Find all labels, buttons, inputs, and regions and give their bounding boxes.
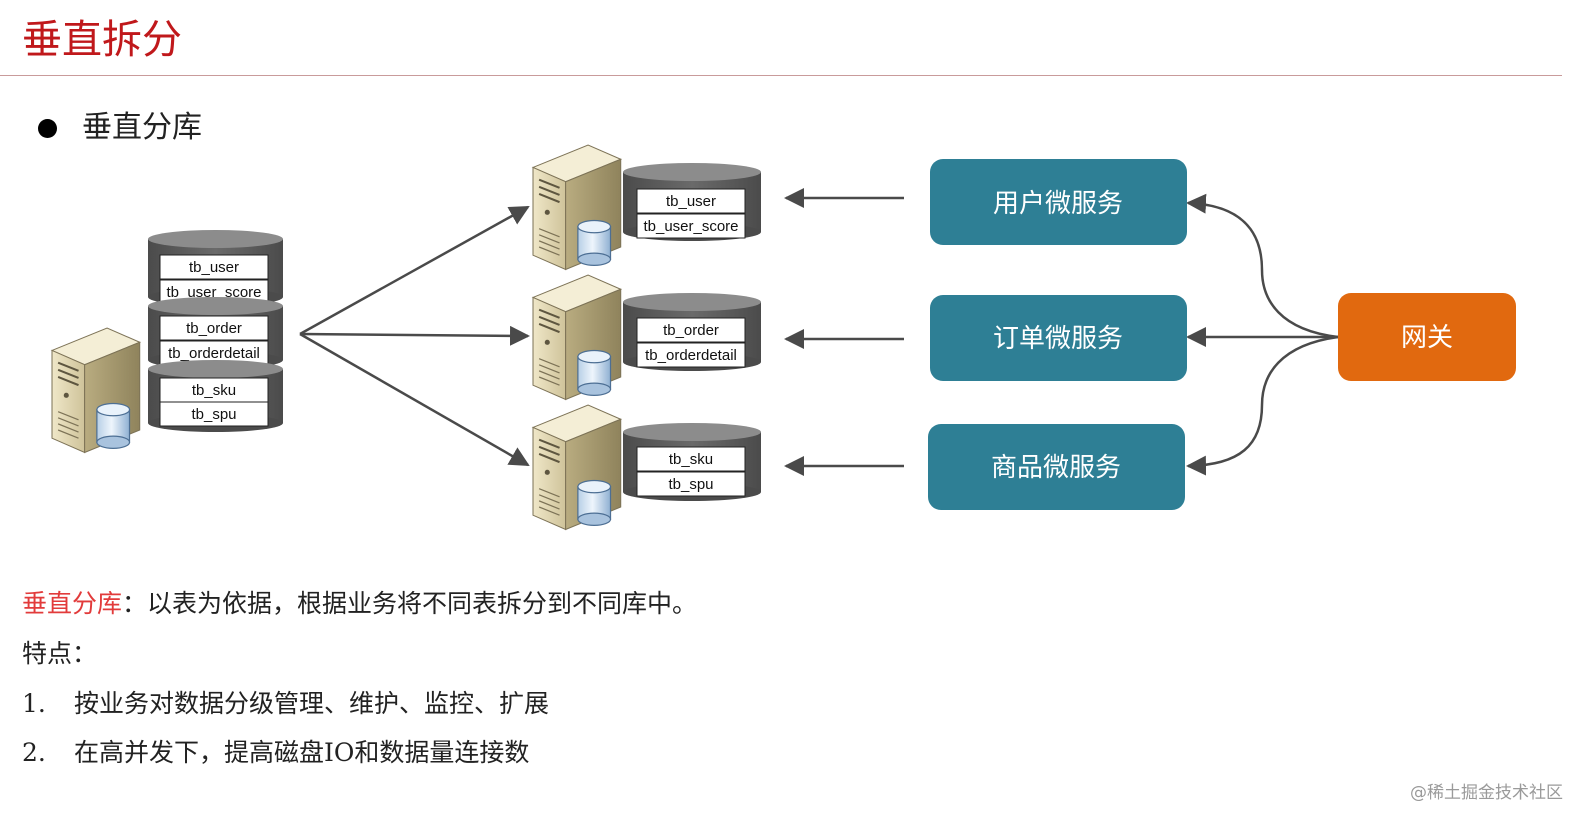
source-db-group-user: tb_user tb_user_score <box>148 230 283 306</box>
definition-text: ：以表为依据，根据业务将不同表拆分到不同库中。 <box>122 589 698 618</box>
table-label-box: tb_order <box>159 315 269 341</box>
features-label: 特点： <box>22 639 98 668</box>
table-name: tb_user_score <box>643 218 738 235</box>
service-box-product-bg <box>928 424 1185 510</box>
definition-term: 垂直分库 <box>22 589 123 618</box>
table-name: tb_sku <box>192 382 236 399</box>
feature-item-2: 2. 在高并发下，提高磁盘IO和数据量连接数 <box>22 735 529 771</box>
title-divider <box>0 75 1562 76</box>
service-box-user: 用户微服务 <box>930 159 1187 245</box>
gateway-label: 网关 <box>1401 323 1453 353</box>
service-label-product: 商品微服务 <box>991 453 1121 483</box>
table-name: tb_user <box>666 193 716 210</box>
bullet-icon <box>38 119 57 138</box>
source-server-icon-db-icon <box>96 402 131 449</box>
table-label-box: tb_user <box>636 188 746 214</box>
table-label-box: tb_sku <box>636 446 746 472</box>
service-label-user: 用户微服务 <box>993 189 1123 219</box>
page-title: 垂直拆分 <box>22 17 182 63</box>
source-server-icon <box>50 327 142 454</box>
feature-number-2: 2. <box>22 738 46 767</box>
watermark: @稀土掘金技术社区 <box>1410 783 1563 803</box>
gateway-box-bg <box>1338 293 1516 381</box>
table-name: tb_user <box>189 259 239 276</box>
service-box-order-bg <box>930 295 1187 381</box>
table-label-box: tb_orderdetail <box>636 342 746 368</box>
table-name: tb_orderdetail <box>168 345 260 362</box>
table-name: tb_spu <box>668 476 713 493</box>
table-label-box: tb_user_score <box>636 213 746 239</box>
service-box-user-bg <box>930 159 1187 245</box>
service-arrows <box>784 188 904 476</box>
target-db-3: tb_sku tb_spu <box>623 423 761 501</box>
feature-number-1: 1. <box>22 689 46 718</box>
table-label-box: tb_spu <box>159 401 269 427</box>
table-name: tb_order <box>186 320 242 337</box>
feature-text-2: 在高并发下，提高磁盘IO和数据量连接数 <box>74 738 530 767</box>
source-db-group-product: tb_sku tb_spu <box>148 360 283 432</box>
table-label-box: tb_order <box>636 317 746 343</box>
fanout-arrow-product <box>299 332 530 467</box>
target-server-icon-1 <box>531 144 623 271</box>
table-label-box: tb_spu <box>636 471 746 497</box>
target-server-icon-1-db-icon <box>577 219 612 266</box>
table-name: tb_order <box>663 322 719 339</box>
source-db-group-order: tb_order tb_orderdetail <box>148 297 283 369</box>
feature-text-1: 按业务对数据分级管理、维护、监控、扩展 <box>74 689 550 718</box>
table-name: tb_user_score <box>166 284 261 301</box>
target-server-icon-2 <box>531 274 623 401</box>
fanout-arrow-user <box>299 205 530 336</box>
target-db-2: tb_order tb_orderdetail <box>623 293 761 371</box>
table-label-box: tb_sku <box>159 377 269 403</box>
table-label-box: tb_user <box>159 254 269 280</box>
fanout-arrows <box>299 205 530 467</box>
bullet-heading: 垂直分库 <box>82 110 202 145</box>
service-box-product: 商品微服务 <box>928 424 1185 510</box>
table-name: tb_sku <box>669 451 713 468</box>
gateway-box: 网关 <box>1338 293 1516 381</box>
gateway-arrows <box>1186 193 1339 476</box>
target-server-icon-3 <box>531 404 623 531</box>
feature-item-1: 1. 按业务对数据分级管理、维护、监控、扩展 <box>22 686 549 722</box>
target-db-1: tb_user tb_user_score <box>623 163 761 241</box>
gateway-arrow-user <box>1186 193 1339 339</box>
fanout-arrow-order <box>299 325 530 346</box>
gateway-arrow-product <box>1186 335 1339 476</box>
definition-line: 垂直分库：以表为依据，根据业务将不同表拆分到不同库中。 <box>22 586 697 622</box>
table-name: tb_orderdetail <box>645 347 737 364</box>
target-server-icon-3-db-icon <box>577 479 612 526</box>
table-name: tb_spu <box>191 406 236 423</box>
service-box-order: 订单微服务 <box>930 295 1187 381</box>
target-server-icon-2-db-icon <box>577 349 612 396</box>
service-label-order: 订单微服务 <box>993 324 1123 354</box>
